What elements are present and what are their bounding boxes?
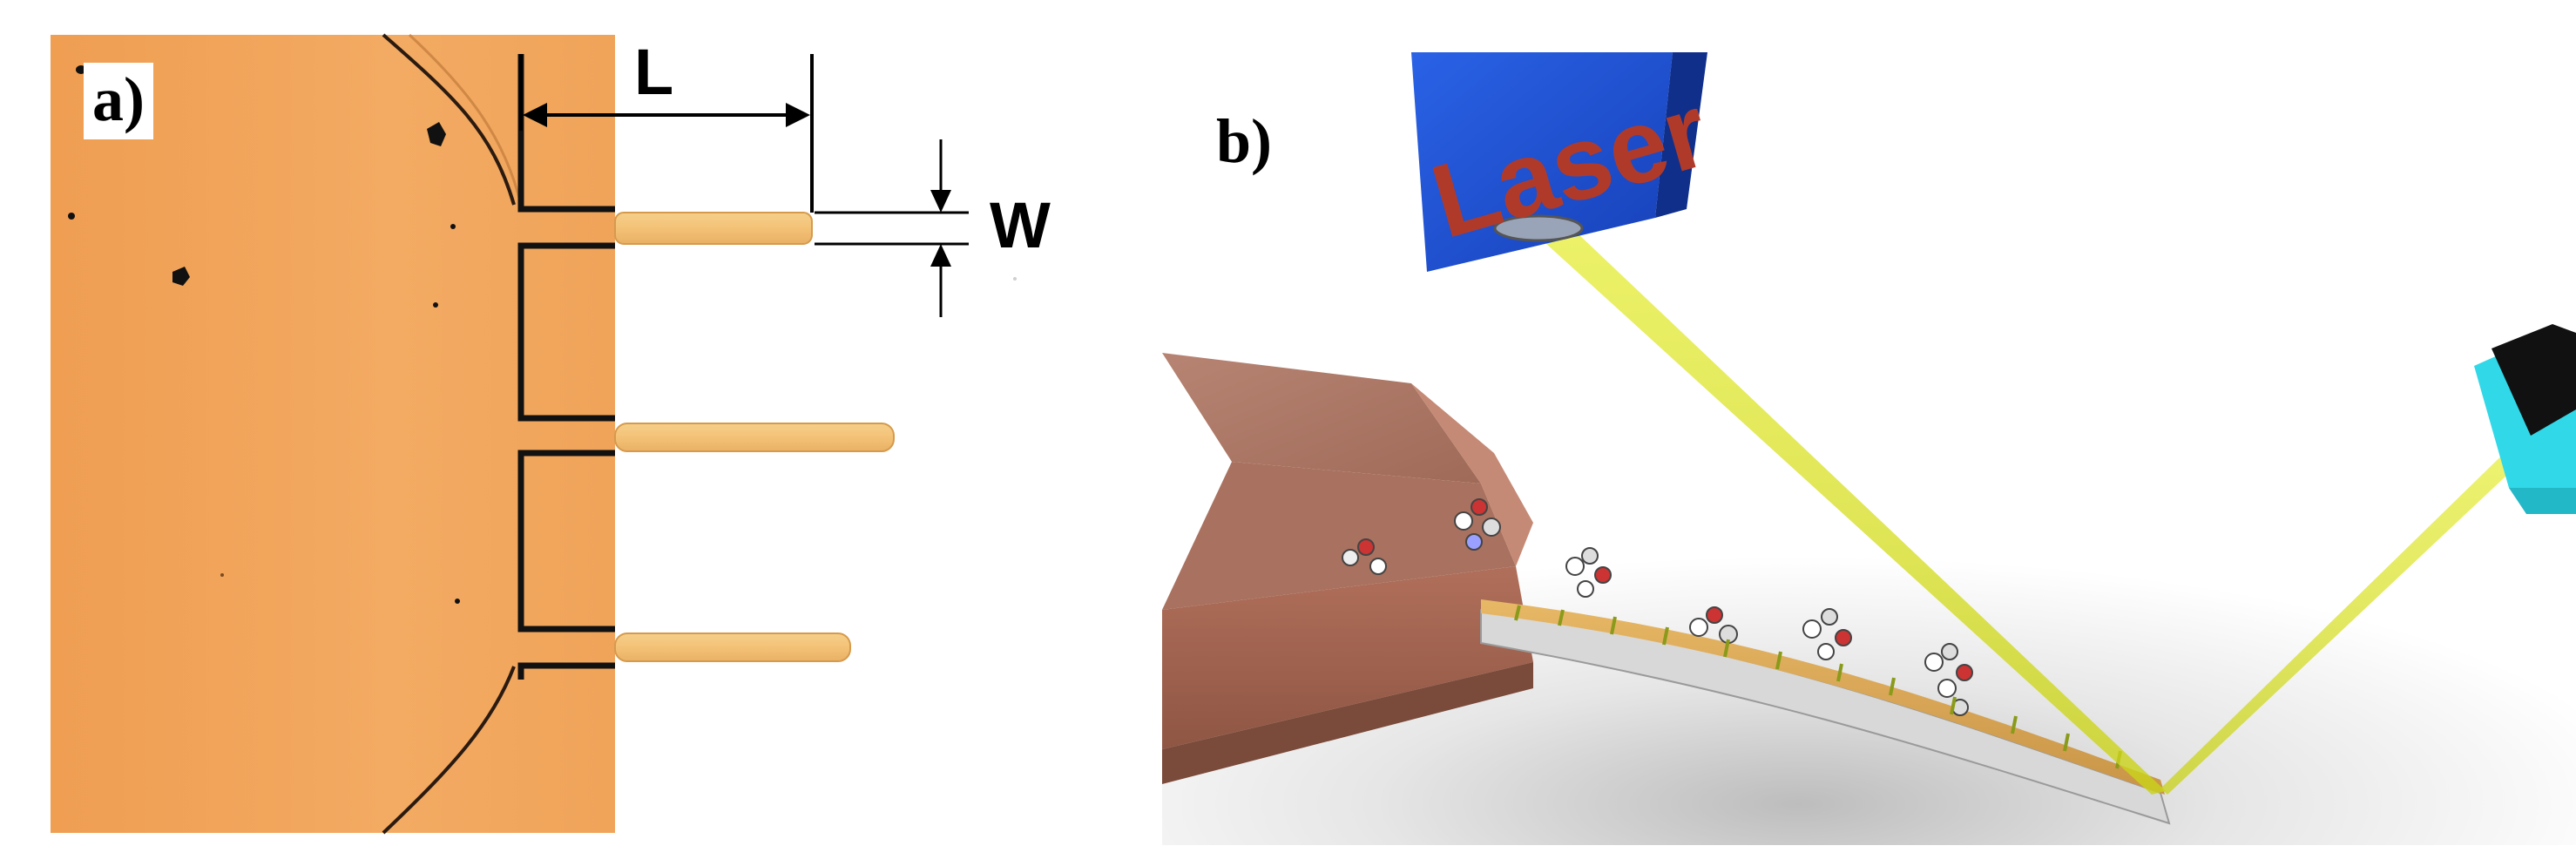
micrograph-svg <box>51 33 1017 835</box>
slot-outline-4 <box>517 662 615 680</box>
cantilever-1 <box>614 212 813 245</box>
chip-body <box>51 35 615 833</box>
panel-b-rendering: Laser <box>1150 0 2576 866</box>
reflected-laser-beam <box>2160 440 2535 795</box>
detector-lens <box>2509 488 2576 514</box>
debris-speck <box>427 122 446 146</box>
slot-outline-3 <box>517 450 615 633</box>
holder-bottom-edge <box>1162 662 1533 784</box>
holder-side-face <box>1411 383 1533 566</box>
debris-speck <box>1013 277 1017 281</box>
debris-speck <box>172 267 190 286</box>
holder-top-face <box>1162 353 1481 484</box>
panel-a-label: a) <box>84 63 153 139</box>
laser-box-front <box>1411 52 1673 272</box>
holder-bevel-face <box>1162 462 1516 610</box>
surface-molecules <box>1342 498 1973 716</box>
dim-w-arrow-bottom <box>930 244 951 267</box>
debris-speck <box>433 302 438 308</box>
dim-l-arrow-right <box>786 103 810 127</box>
length-dimension-label: L <box>634 36 674 108</box>
etch-line-bottom <box>382 666 516 835</box>
dim-w-arrow-top <box>930 190 951 213</box>
dim-l-arrow-left <box>523 103 547 127</box>
cantilever-2 <box>614 423 895 452</box>
detector-housing <box>2491 324 2576 436</box>
slot-outline-2 <box>517 242 615 422</box>
floor-bottom-edge <box>1162 845 2576 866</box>
width-dimension-label: W <box>990 189 1051 261</box>
debris-speck <box>455 599 460 604</box>
panel-b-label: b) <box>1216 106 1273 176</box>
debris-speck <box>220 573 224 577</box>
laser-box-side <box>1655 52 1707 218</box>
debris-speck <box>68 213 75 220</box>
laser-aperture <box>1493 214 1584 242</box>
holder-front-face <box>1162 566 1533 749</box>
incident-laser-beam <box>1516 216 2166 795</box>
etch-line-top <box>382 33 516 206</box>
panel-a-micrograph: a) L W <box>0 0 1150 866</box>
cantilever-gold-coating <box>1481 599 2165 795</box>
cantilever-3 <box>614 633 851 662</box>
etch-line-top-shadow <box>408 33 523 206</box>
debris-speck <box>450 224 456 229</box>
rendering-svg: Laser <box>1162 52 2576 866</box>
